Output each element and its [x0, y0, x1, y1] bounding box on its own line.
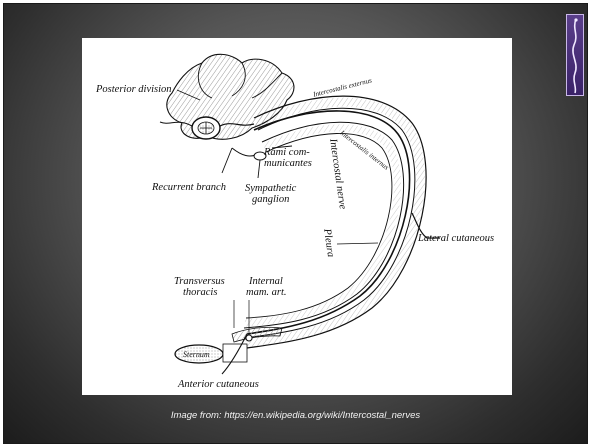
posterior-division-label: Posterior division: [96, 84, 172, 95]
transversus-thoracis-label-line2: thoracis: [183, 287, 217, 298]
vertebra-outline: [167, 54, 294, 139]
sympathetic-ganglion-label-line2: ganglion: [252, 194, 289, 205]
spine-icon: [567, 15, 583, 95]
internal-mammary-label-line2: mam. art.: [246, 287, 287, 298]
rami-communicantes-label-line1: Rami com-: [264, 147, 310, 158]
internal-mammary-label-line1: Internal: [249, 276, 283, 287]
intercostal-nerve-diagram: Intercostalis externus Intercostalis int…: [82, 38, 512, 395]
recurrent-branch-label: Recurrent branch: [152, 182, 226, 193]
lateral-cutaneous-label: Lateral cutaneous: [418, 233, 494, 244]
spine-logo-badge: [566, 14, 584, 96]
anterior-cutaneous-label: Anterior cutaneous: [178, 379, 259, 390]
transversus-thoracis-label-line1: Transversus: [174, 276, 225, 287]
internal-mammary-artery: [246, 335, 252, 341]
image-source-caption: Image from: https://en.wikipedia.org/wik…: [0, 410, 591, 421]
sympathetic-ganglion-label-line1: Sympathetic: [245, 183, 296, 194]
rami-communicantes-label-line2: municantes: [264, 158, 312, 169]
sternum-label: Sternum: [183, 349, 210, 360]
